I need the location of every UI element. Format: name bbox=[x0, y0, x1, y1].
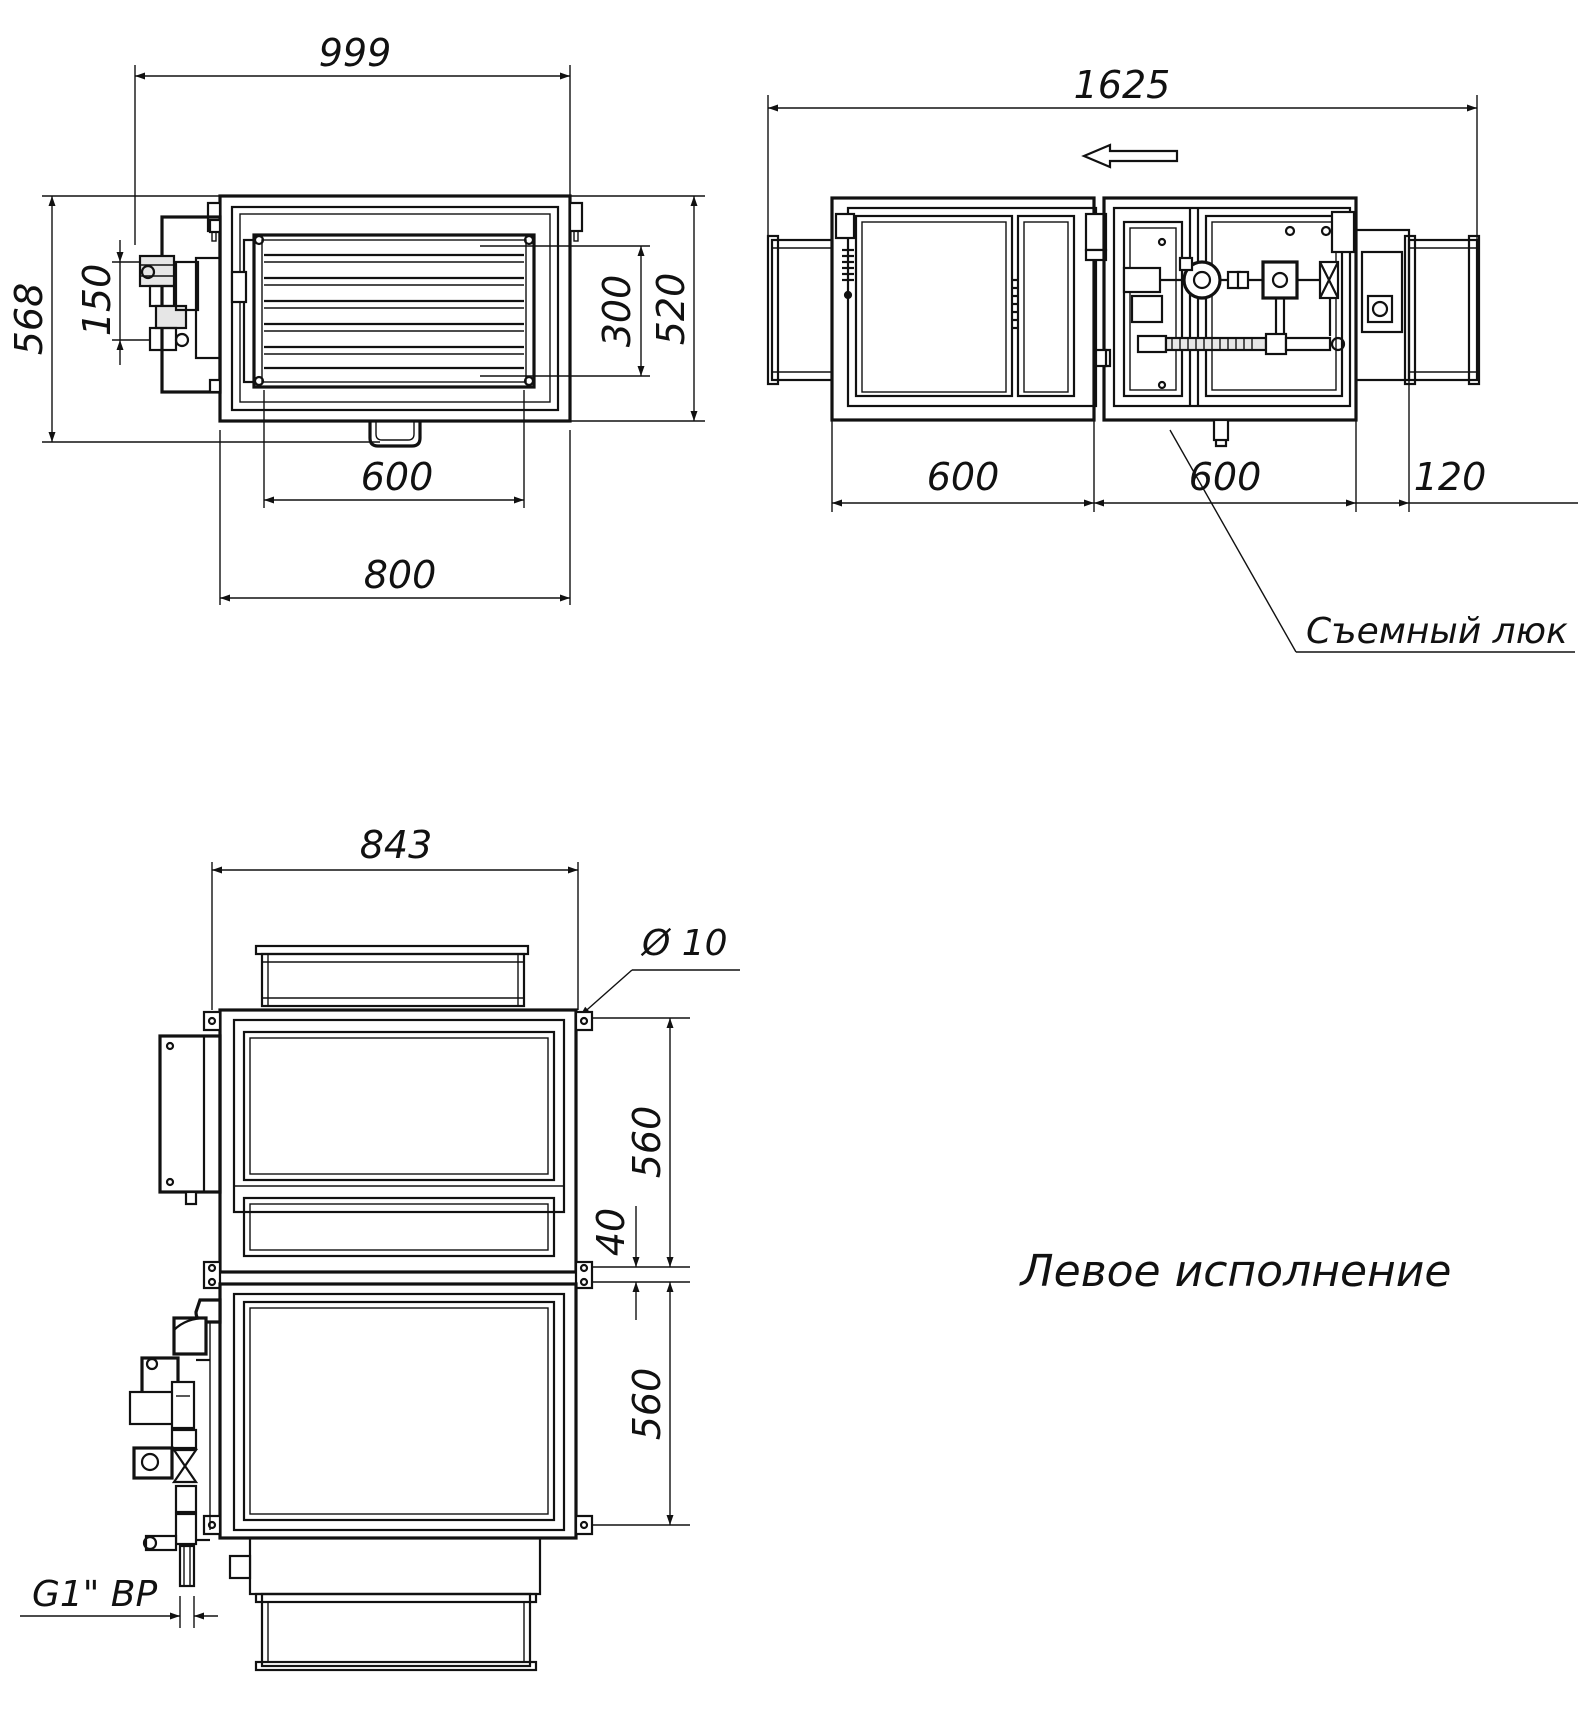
dim-300: 300 bbox=[595, 275, 639, 348]
thread-label: G1" ВР bbox=[32, 1574, 158, 1615]
damper-blades bbox=[264, 253, 524, 370]
dim-120: 120 bbox=[1414, 455, 1487, 499]
piping-assembly bbox=[128, 1298, 222, 1588]
caption-left-version: Левое исполнение bbox=[1019, 1246, 1452, 1297]
dim-560-lower: 560 bbox=[625, 1368, 669, 1441]
dim-1625: 1625 bbox=[1074, 63, 1171, 107]
dim-843: 843 bbox=[360, 823, 433, 867]
top-view bbox=[20, 862, 740, 1672]
pump-assembly bbox=[1122, 256, 1346, 356]
hole-diameter-label: Ø 10 bbox=[640, 923, 728, 964]
dim-150: 150 bbox=[75, 264, 119, 337]
dim-800: 800 bbox=[364, 553, 437, 597]
dim-600-section2: 600 bbox=[1189, 455, 1262, 499]
dim-568: 568 bbox=[7, 283, 51, 356]
dim-560-upper: 560 bbox=[625, 1106, 669, 1179]
hatch-leader-line bbox=[1169, 429, 1297, 653]
dim-999: 999 bbox=[319, 31, 392, 75]
airflow-arrow-icon bbox=[1081, 143, 1179, 169]
removable-hatch-label: Съемный люк bbox=[1306, 611, 1568, 652]
valve-group bbox=[138, 254, 200, 352]
spring-marks bbox=[842, 248, 854, 282]
front-view bbox=[42, 65, 705, 605]
dim-520: 520 bbox=[649, 273, 693, 346]
grille-marks bbox=[1012, 278, 1018, 330]
dim-600-front: 600 bbox=[361, 455, 434, 499]
dim-40: 40 bbox=[589, 1208, 633, 1256]
dim-600-section1: 600 bbox=[927, 455, 1000, 499]
side-view bbox=[766, 95, 1578, 653]
